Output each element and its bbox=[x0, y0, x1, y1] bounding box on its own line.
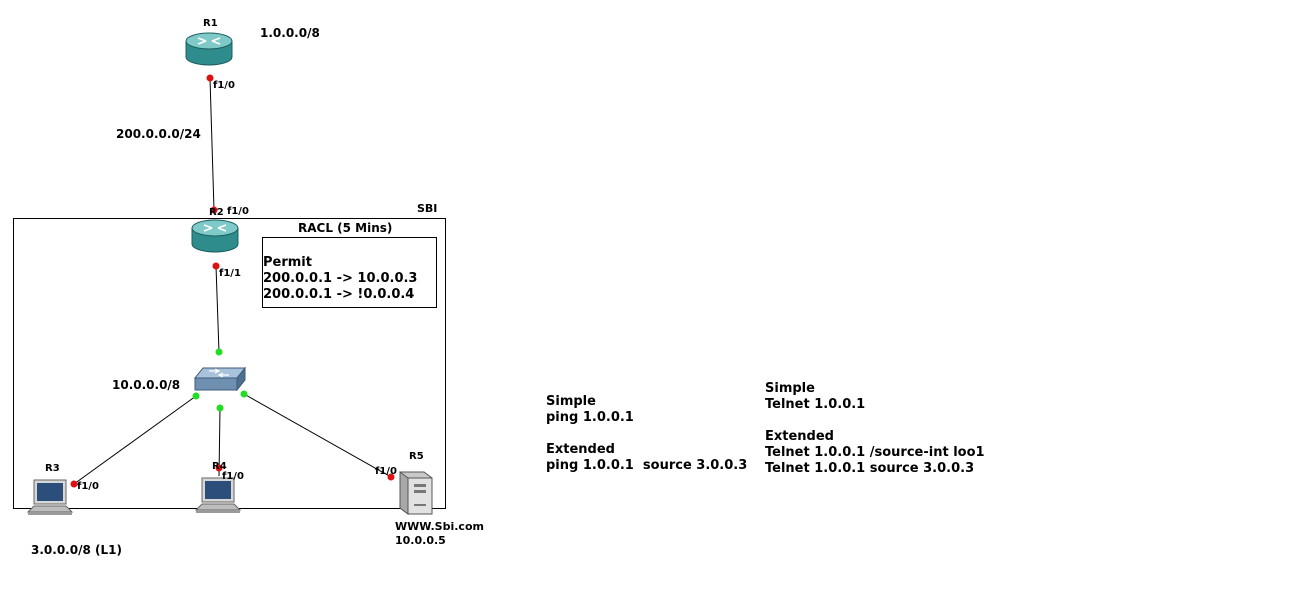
port-dot-r3-f1-0 bbox=[70, 480, 78, 488]
router-r1-port: f1/0 bbox=[213, 80, 235, 91]
server-r5-name: R5 bbox=[409, 451, 424, 462]
port-dot-r2-f1-0 bbox=[210, 206, 218, 214]
ping-extended-cmd: ping 1.0.0.1 source 3.0.0.3 bbox=[546, 458, 748, 473]
link-switch-r3[interactable] bbox=[73, 395, 197, 485]
telnet-simple-cmd: Telnet 1.0.0.1 bbox=[765, 397, 866, 412]
telnet-extended-cmd-1: Telnet 1.0.0.1 /source-int loo1 bbox=[765, 445, 985, 460]
router-r2-name: R2 bbox=[209, 207, 224, 218]
port-dot-r2-f1-1 bbox=[212, 262, 220, 270]
router-r1-name: R1 bbox=[203, 18, 218, 29]
switch-subnet: 10.0.0.0/8 bbox=[112, 378, 181, 392]
telnet-extended-title: Extended bbox=[765, 429, 834, 444]
host-r3-subnet: 3.0.0.0/8 (L1) bbox=[31, 543, 122, 557]
port-dot-switch-r3 bbox=[192, 392, 200, 400]
host-r4-port: f1/0 bbox=[222, 471, 244, 482]
racl-heading: Permit bbox=[263, 255, 312, 270]
switch-icon[interactable] bbox=[193, 366, 247, 394]
host-r3-port: f1/0 bbox=[77, 481, 99, 492]
ping-simple-title: Simple bbox=[546, 394, 596, 409]
server-r5-icon[interactable] bbox=[394, 466, 438, 516]
router-r2-icon[interactable] bbox=[190, 218, 240, 254]
router-r1-subnet: 1.0.0.0/8 bbox=[260, 26, 320, 40]
link-switch-r5[interactable] bbox=[243, 393, 392, 478]
port-dot-switch-r5 bbox=[240, 390, 248, 398]
racl-title: RACL (5 Mins) bbox=[298, 221, 393, 235]
racl-line-1: 200.0.0.1 -> 10.0.0.3 bbox=[263, 271, 418, 286]
link-r2-switch[interactable] bbox=[215, 265, 220, 353]
host-r3-icon[interactable] bbox=[26, 478, 74, 518]
host-r4-icon[interactable] bbox=[194, 476, 242, 516]
link-r1-r2-subnet: 200.0.0.0/24 bbox=[116, 127, 201, 141]
port-dot-r5-f1-0 bbox=[387, 473, 395, 481]
sbi-region-label: SBI bbox=[417, 202, 438, 215]
router-r1-icon[interactable] bbox=[184, 31, 234, 67]
server-r5-hostname: WWW.Sbi.com bbox=[395, 520, 484, 533]
port-dot-r1-f1-0 bbox=[206, 74, 214, 82]
port-dot-switch-r4 bbox=[216, 404, 224, 412]
router-r2-port-down: f1/1 bbox=[219, 268, 241, 279]
telnet-simple-title: Simple bbox=[765, 381, 815, 396]
host-r3-name: R3 bbox=[45, 463, 60, 474]
router-r2-port-up: f1/0 bbox=[227, 206, 249, 217]
link-r1-r2[interactable] bbox=[209, 77, 215, 211]
racl-line-2: 200.0.0.1 -> !0.0.0.4 bbox=[263, 287, 415, 302]
ping-simple-cmd: ping 1.0.0.1 bbox=[546, 410, 634, 425]
telnet-extended-cmd-2: Telnet 1.0.0.1 source 3.0.0.3 bbox=[765, 461, 975, 476]
host-r4-name: R4 bbox=[212, 461, 227, 472]
server-r5-port: f1/0 bbox=[375, 466, 397, 477]
port-dot-r4-f1-0 bbox=[215, 464, 223, 472]
ping-extended-title: Extended bbox=[546, 442, 615, 457]
racl-note-box bbox=[262, 237, 437, 308]
port-dot-switch-up bbox=[215, 348, 223, 356]
server-r5-ip: 10.0.0.5 bbox=[395, 534, 446, 547]
